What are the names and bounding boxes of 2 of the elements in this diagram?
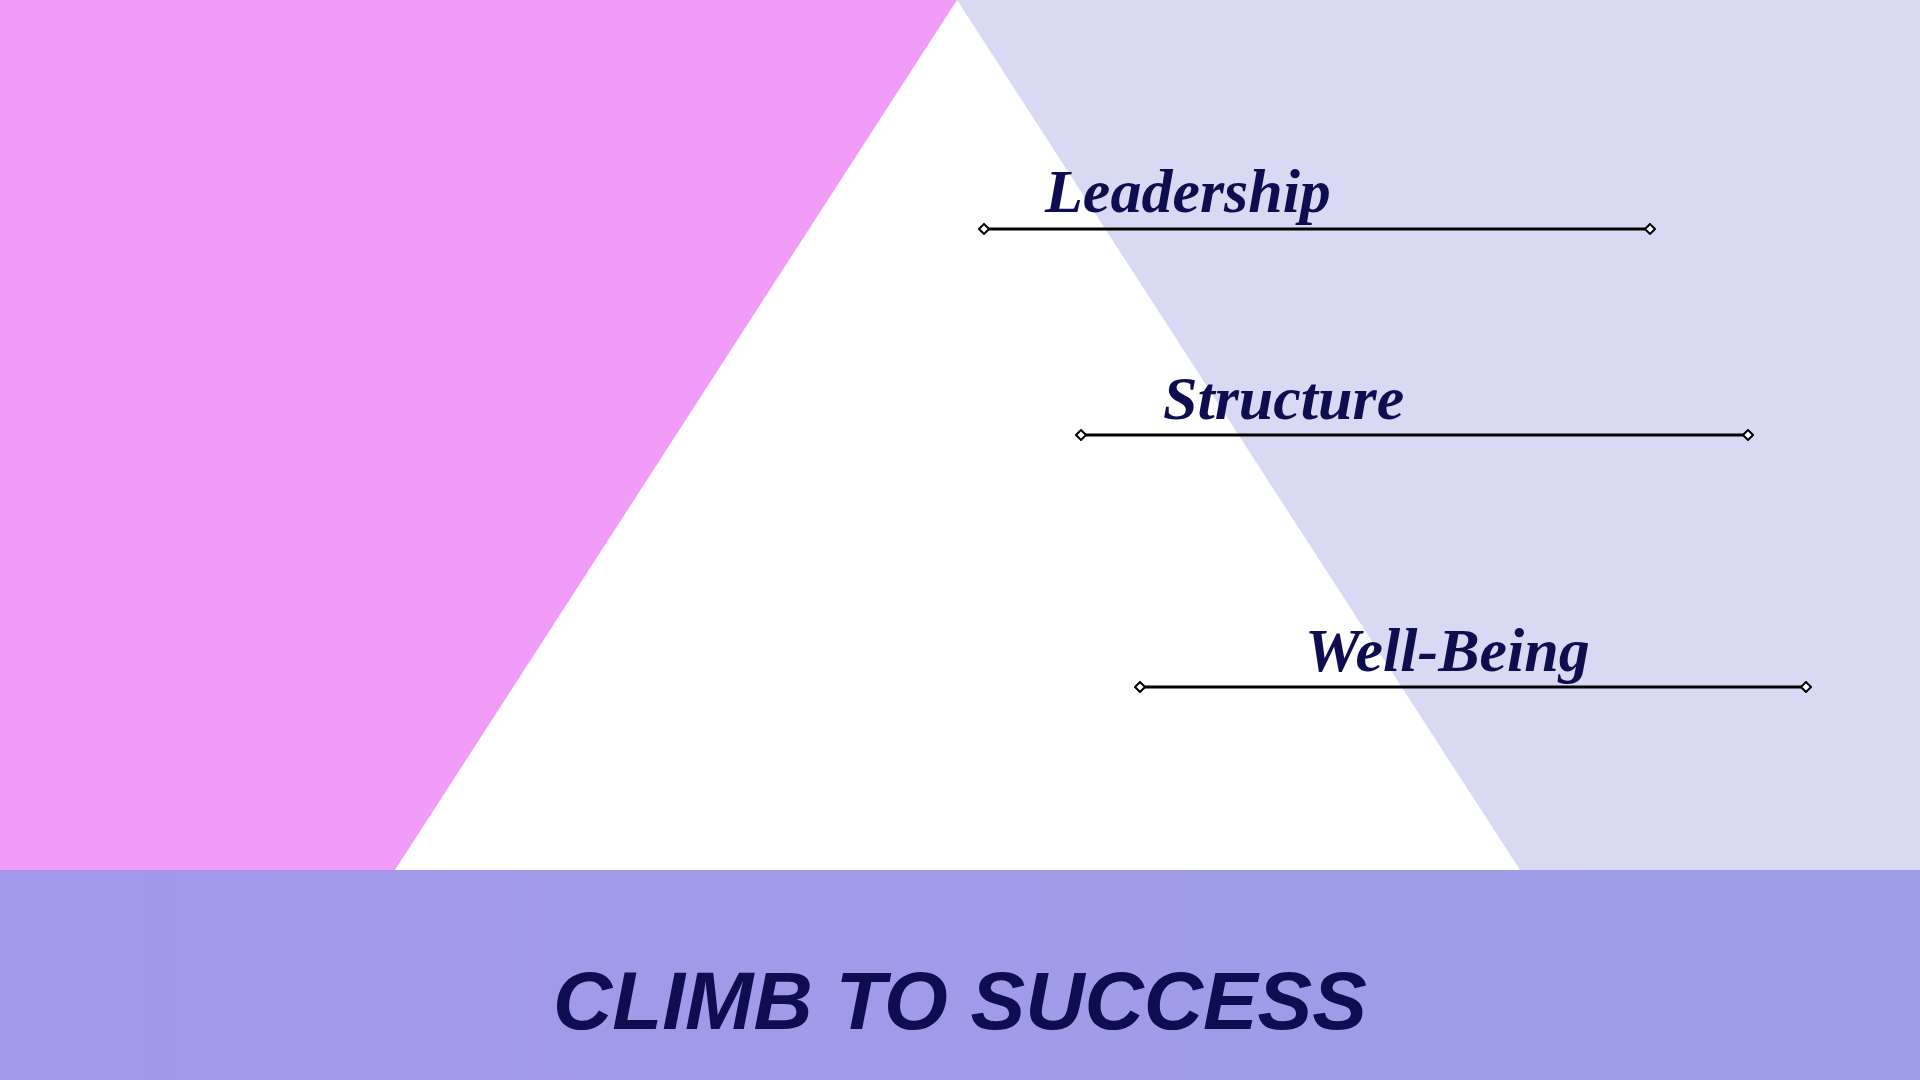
title: CLIMB TO SUCCESS bbox=[553, 955, 1367, 1046]
pyramid-level-label: Structure bbox=[1163, 367, 1405, 429]
